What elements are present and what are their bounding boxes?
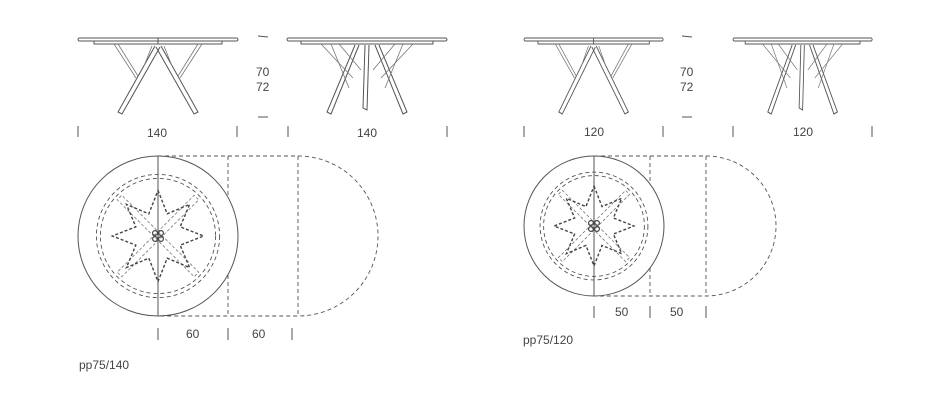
leg-frame-star (552, 184, 636, 268)
front-elevation-120 (523, 37, 664, 115)
leg-outline (591, 189, 631, 229)
leg-frame-star (110, 188, 206, 284)
table-140-group: 70 72 140 140 60 60 pp75/140 (77, 35, 448, 372)
hub-bolt-icon (593, 220, 600, 227)
width-dimension-front: 140 (77, 126, 238, 140)
hub-bolt-icon (587, 226, 594, 233)
extension-label-1: 60 (186, 327, 200, 341)
width-label: 140 (147, 126, 167, 140)
height-label-70: 70 (256, 65, 270, 79)
height-label-72: 72 (256, 80, 270, 94)
extension-outline (594, 155, 777, 297)
table-120-group: 70 72 120 120 50 50 pp75/120 (523, 35, 873, 347)
hub-bolt-icon (593, 226, 600, 233)
hub-bolt-icon (158, 230, 165, 237)
hub-bolt-icon (152, 236, 159, 243)
apron-inner-outline (99, 177, 217, 295)
width-dimension-side: 120 (732, 125, 873, 139)
plan-view-120 (523, 155, 777, 297)
height-label-70: 70 (680, 65, 694, 79)
front-elevation-140 (77, 37, 239, 115)
hub-bolt-icon (587, 220, 594, 227)
side-elevation-140 (286, 37, 448, 115)
extension-outline (158, 155, 379, 317)
extension-label-1: 50 (615, 305, 629, 319)
leg-outline (557, 189, 597, 229)
hub-bolt-icon (152, 230, 159, 237)
leg-outline (591, 223, 631, 263)
side-elevation-120 (732, 37, 873, 115)
hub-bolt-icon (158, 236, 165, 243)
width-label: 120 (584, 125, 604, 139)
leg-outline (116, 194, 161, 239)
extension-dimensions-140: 60 60 (157, 327, 293, 341)
height-tick-top (257, 35, 269, 38)
height-label-72: 72 (680, 80, 694, 94)
height-tick-top (681, 35, 693, 38)
extension-label-2: 50 (670, 305, 684, 319)
leg-outline (155, 194, 200, 239)
width-dimension-front: 120 (523, 125, 664, 139)
width-dimension-side: 140 (287, 126, 448, 140)
plan-view-140 (77, 155, 379, 317)
leg-outline (155, 233, 200, 278)
leg-outline (557, 223, 597, 263)
model-label: pp75/140 (79, 358, 129, 372)
width-label: 140 (357, 126, 377, 140)
extension-label-2: 60 (252, 327, 266, 341)
leg-outline (116, 233, 161, 278)
model-label: pp75/120 (523, 333, 573, 347)
width-label: 120 (793, 125, 813, 139)
extension-dimensions-120: 50 50 (593, 305, 707, 319)
